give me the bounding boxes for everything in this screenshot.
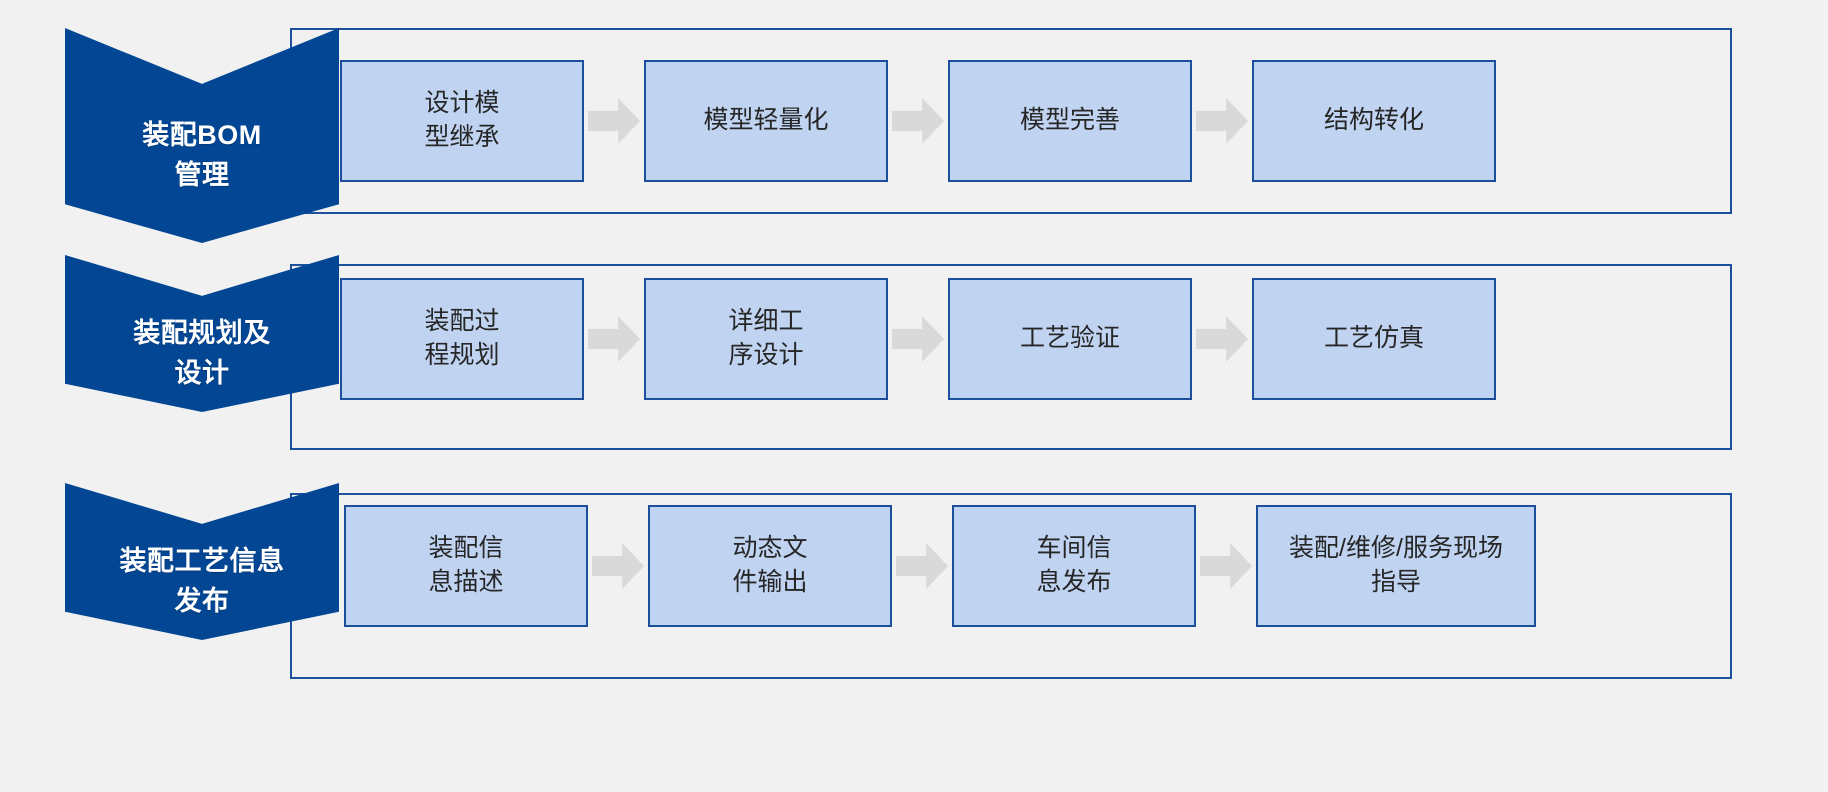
arrow-right-icon bbox=[1196, 316, 1248, 362]
step-box[interactable]: 详细工 序设计 bbox=[644, 278, 888, 400]
arrow-right-icon bbox=[896, 543, 948, 589]
step-box[interactable]: 车间信 息发布 bbox=[952, 505, 1196, 627]
row-3-banner-label: 装配工艺信息 发布 bbox=[119, 546, 285, 616]
connector-2 bbox=[892, 543, 952, 589]
row-3-banner[interactable]: 装配工艺信息 发布 bbox=[65, 483, 339, 640]
connector-1 bbox=[584, 316, 644, 362]
step-box[interactable]: 模型轻量化 bbox=[644, 60, 888, 182]
row-3-steps: 装配信 息描述 动态文 件输出 车间信 息发布 装配/维修/服务现场 指导 bbox=[344, 493, 1714, 639]
connector-2 bbox=[888, 316, 948, 362]
connector-3 bbox=[1192, 98, 1252, 144]
step-box[interactable]: 装配信 息描述 bbox=[344, 505, 588, 627]
step-box[interactable]: 装配过 程规划 bbox=[340, 278, 584, 400]
connector-3 bbox=[1192, 316, 1252, 362]
row-1-banner[interactable]: 装配BOM 管理 bbox=[65, 28, 339, 243]
row-1-steps: 设计模 型继承 模型轻量化 模型完善 结构转化 bbox=[340, 48, 1710, 194]
connector-1 bbox=[584, 98, 644, 144]
connector-2 bbox=[888, 98, 948, 144]
step-box[interactable]: 工艺仿真 bbox=[1252, 278, 1496, 400]
arrow-right-icon bbox=[588, 316, 640, 362]
row-1-banner-label: 装配BOM 管理 bbox=[142, 120, 262, 190]
step-box[interactable]: 装配/维修/服务现场 指导 bbox=[1256, 505, 1536, 627]
row-2-steps: 装配过 程规划 详细工 序设计 工艺验证 工艺仿真 bbox=[340, 266, 1710, 412]
arrow-right-icon bbox=[892, 98, 944, 144]
arrow-right-icon bbox=[892, 316, 944, 362]
row-2-banner[interactable]: 装配规划及 设计 bbox=[65, 255, 339, 412]
arrow-right-icon bbox=[1196, 98, 1248, 144]
step-box[interactable]: 动态文 件输出 bbox=[648, 505, 892, 627]
row-2-banner-label: 装配规划及 设计 bbox=[133, 318, 271, 388]
arrow-right-icon bbox=[1200, 543, 1252, 589]
connector-1 bbox=[588, 543, 648, 589]
connector-3 bbox=[1196, 543, 1256, 589]
arrow-right-icon bbox=[592, 543, 644, 589]
step-box[interactable]: 工艺验证 bbox=[948, 278, 1192, 400]
step-box[interactable]: 结构转化 bbox=[1252, 60, 1496, 182]
step-box[interactable]: 模型完善 bbox=[948, 60, 1192, 182]
arrow-right-icon bbox=[588, 98, 640, 144]
step-box[interactable]: 设计模 型继承 bbox=[340, 60, 584, 182]
